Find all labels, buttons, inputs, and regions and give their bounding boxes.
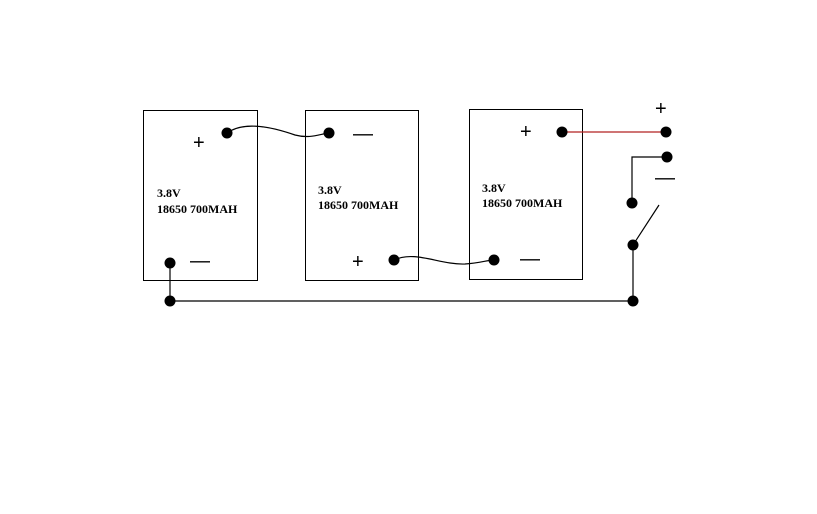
output-minus-sign: — — [655, 167, 675, 189]
battery-2-spec: 18650 700MAH — [318, 198, 399, 212]
battery-1: + — 3.8V 18650 700MAH — [143, 110, 258, 281]
switch-lever — [632, 204, 660, 246]
battery-3-plus-sign: + — [520, 121, 532, 143]
battery-2-voltage: 3.8V — [318, 183, 342, 197]
return-junction-left — [164, 295, 176, 307]
battery-2: — + 3.8V 18650 700MAH — [305, 110, 419, 281]
battery-1-voltage: 3.8V — [157, 186, 181, 200]
battery-2-minus-terminal — [323, 127, 335, 139]
wire-b1-plus-to-b2-minus — [226, 125, 330, 138]
battery-2-plus-sign: + — [352, 251, 364, 273]
battery-1-minus-sign: — — [190, 250, 210, 272]
output-plus-terminal — [660, 126, 672, 138]
battery-3-voltage: 3.8V — [482, 181, 506, 195]
battery-3-body — [469, 109, 583, 280]
wire-b2-plus-to-b3-minus — [393, 255, 495, 265]
battery-3-plus-terminal — [556, 126, 568, 138]
battery-3-minus-sign: — — [520, 248, 540, 270]
battery-3-minus-terminal — [488, 254, 500, 266]
switch-bottom-contact — [627, 239, 639, 251]
battery-3-spec: 18650 700MAH — [482, 196, 563, 210]
wire-output-minus-to-switch — [631, 156, 667, 203]
battery-2-minus-sign: — — [353, 123, 373, 145]
battery-1-body — [143, 110, 258, 281]
return-junction-right — [627, 295, 639, 307]
battery-2-body — [305, 110, 419, 281]
output-minus-terminal — [661, 151, 673, 163]
output-plus-sign: + — [655, 98, 667, 120]
battery-3: + — 3.8V 18650 700MAH — [469, 109, 583, 280]
battery-1-plus-terminal — [221, 127, 233, 139]
battery-1-plus-sign: + — [193, 132, 205, 154]
battery-2-plus-terminal — [388, 254, 400, 266]
switch-top-contact — [626, 197, 638, 209]
battery-1-spec: 18650 700MAH — [157, 202, 238, 216]
battery-1-minus-terminal — [164, 257, 176, 269]
